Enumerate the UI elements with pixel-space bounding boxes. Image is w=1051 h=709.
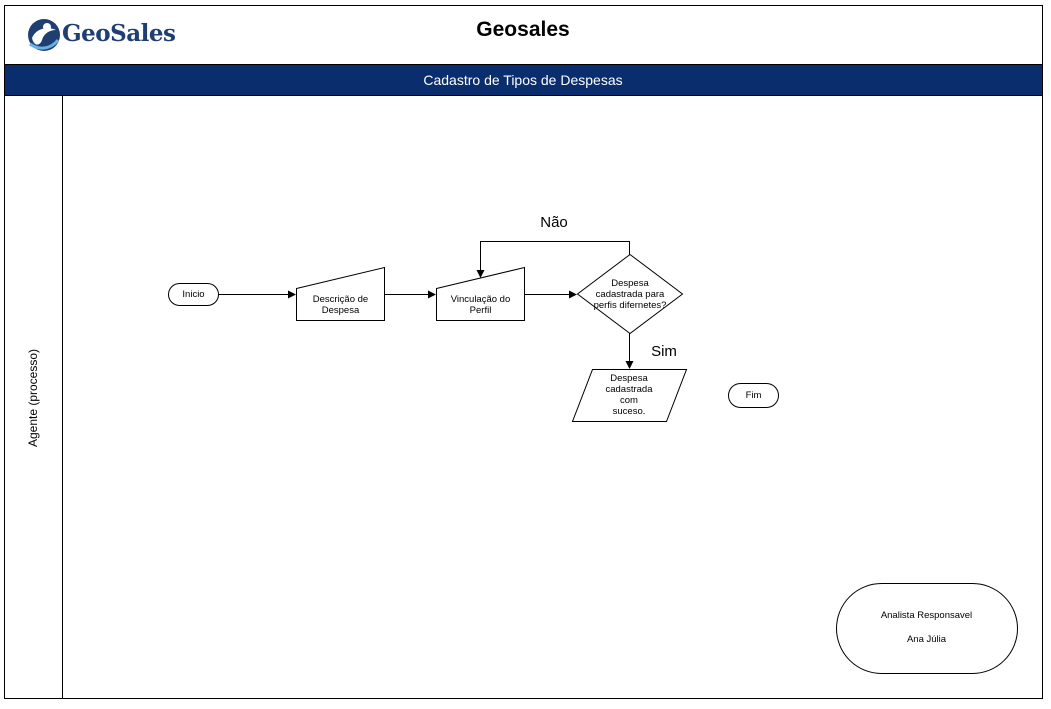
- vinculacao-perfil-shape: [436, 266, 525, 321]
- sucesso-parallelogram: [571, 369, 688, 422]
- sucesso-label-line: com: [620, 395, 638, 406]
- lane-label: Agente (processo): [4, 96, 62, 699]
- start-label: Inicio: [168, 283, 219, 306]
- decision-label: Despesa cadastrada para perfis difernete…: [580, 276, 680, 312]
- sucesso-label-line: Despesa: [610, 373, 648, 384]
- outer-border: [4, 5, 1043, 699]
- descricao-label-line: Descrição de: [312, 293, 369, 305]
- responsavel-shape: [836, 583, 1018, 674]
- decision-label-line: Despesa: [611, 277, 649, 289]
- descricao-label-line: Despesa: [321, 304, 360, 316]
- sucesso-label-line: suceso.: [612, 406, 646, 417]
- edge-nao-loop: [476, 241, 630, 278]
- end-label: Fim: [728, 383, 779, 408]
- sucesso-label: Despesa cadastrada com suceso.: [582, 371, 676, 419]
- vinculacao-label-line: Vinculação do: [450, 293, 511, 305]
- edge-label-sim: Sim: [651, 342, 677, 360]
- sucesso-label-line: cadastrada: [605, 384, 653, 395]
- banner-bar: [4, 64, 1043, 96]
- end-label-text: Fim: [745, 390, 762, 401]
- decision-label-line: perfis difernetes?: [593, 299, 667, 311]
- edge-label-nao: Não: [540, 213, 568, 231]
- start-label-text: Inicio: [182, 289, 205, 300]
- decision-label-line: cadastrada para: [595, 288, 665, 300]
- banner-title: Cadastro de Tipos de Despesas: [423, 71, 623, 88]
- responsavel-title: Analista Responsavel: [880, 609, 973, 621]
- logo-wordmark: GeoSales: [62, 20, 176, 47]
- vinculacao-label: Vinculação do Perfil: [436, 289, 525, 320]
- lane-label-text: Agente (processo): [26, 348, 40, 447]
- vinculacao-label-line: Perfil: [469, 304, 492, 316]
- end-terminal: [728, 383, 779, 408]
- responsavel-name: Ana Júlia: [906, 633, 947, 645]
- descricao-despesa-shape: [296, 266, 385, 321]
- geosales-logo-icon: [28, 19, 60, 51]
- descricao-label: Descrição de Despesa: [296, 289, 385, 320]
- page-title: Geosales: [476, 18, 570, 41]
